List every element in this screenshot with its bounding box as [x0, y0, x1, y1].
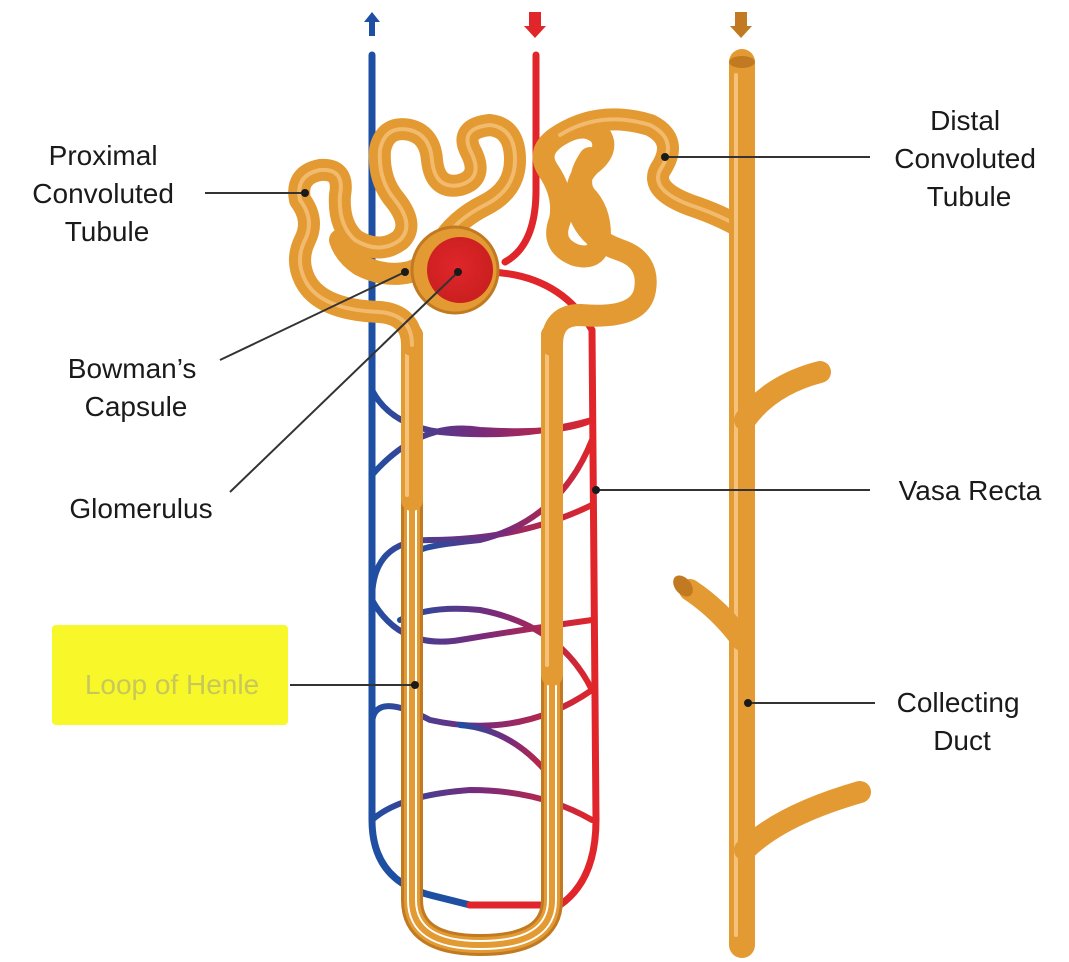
vein-flow-arrow-icon — [364, 12, 380, 36]
proximal-convoluted-tubule-label: Proximal Convoluted Tubule — [32, 140, 181, 247]
distal-convoluted-tubule — [544, 119, 742, 345]
bowmans-capsule-label: Bowman’s Capsule — [68, 353, 204, 422]
collecting-duct-label: Collecting Duct — [897, 687, 1028, 756]
vasa-recta-label: Vasa Recta — [899, 475, 1042, 506]
collecting-duct — [669, 56, 860, 945]
artery-flow-arrow-icon — [524, 12, 546, 38]
distal-convoluted-tubule-label: Distal Convoluted Tubule — [894, 105, 1043, 212]
glomerulus-label: Glomerulus — [69, 493, 212, 524]
proximal-convoluted-tubule — [299, 125, 515, 345]
loop-of-henle-label: Loop of Henle — [85, 669, 259, 700]
duct-flow-arrow-icon — [730, 12, 752, 38]
